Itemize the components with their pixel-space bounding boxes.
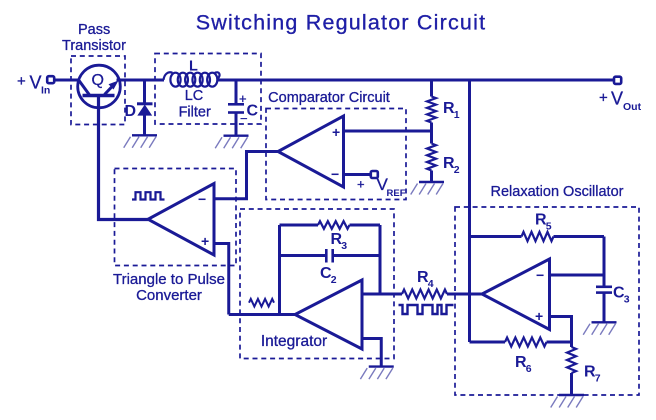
svg-text:Relaxation Oscillator: Relaxation Oscillator: [491, 184, 624, 200]
svg-text:6: 6: [526, 363, 532, 375]
svg-text:2: 2: [331, 274, 337, 286]
svg-text:3: 3: [624, 294, 630, 306]
svg-text:+: +: [357, 177, 365, 192]
svg-text:+: +: [239, 91, 247, 106]
svg-text:C: C: [613, 285, 625, 302]
svg-text:L: L: [189, 59, 198, 75]
svg-text:C: C: [320, 265, 332, 282]
svg-text:R: R: [443, 100, 455, 117]
svg-text:Q: Q: [92, 72, 104, 89]
svg-text:+: +: [332, 124, 340, 140]
svg-text:Comparator Circuit: Comparator Circuit: [268, 90, 390, 106]
svg-text:5: 5: [546, 221, 552, 233]
svg-text:D: D: [125, 103, 137, 120]
svg-text:R: R: [584, 364, 596, 381]
svg-text:Integrator: Integrator: [261, 333, 327, 350]
svg-text:In: In: [41, 85, 50, 97]
svg-text:R: R: [515, 354, 527, 371]
svg-text:−: −: [240, 111, 248, 126]
svg-text:V: V: [611, 89, 623, 109]
svg-text:1: 1: [454, 109, 460, 121]
svg-text:Triangle to Pulse: Triangle to Pulse: [113, 271, 225, 288]
svg-text:Out: Out: [623, 101, 642, 113]
svg-text:+: +: [201, 233, 209, 249]
svg-text:V: V: [30, 73, 42, 93]
svg-text:V: V: [377, 175, 389, 194]
svg-text:LC: LC: [185, 88, 204, 104]
svg-text:−: −: [331, 166, 339, 182]
svg-text:2: 2: [454, 164, 460, 176]
svg-text:3: 3: [341, 240, 347, 252]
svg-text:+: +: [535, 308, 543, 324]
svg-text:Pass: Pass: [78, 22, 110, 38]
svg-text:R: R: [535, 212, 547, 229]
svg-text:Filter: Filter: [179, 105, 211, 121]
svg-text:7: 7: [595, 373, 601, 385]
svg-text:REF: REF: [387, 188, 406, 199]
svg-text:Converter: Converter: [136, 287, 202, 304]
svg-text:−: −: [536, 267, 544, 283]
svg-text:R: R: [331, 231, 343, 248]
svg-text:R: R: [443, 155, 455, 172]
svg-text:−: −: [198, 191, 206, 207]
svg-text:Switching Regulator Circuit: Switching Regulator Circuit: [196, 11, 487, 35]
svg-text:+: +: [599, 90, 608, 107]
svg-text:Transistor: Transistor: [62, 38, 126, 54]
svg-text:4: 4: [428, 278, 434, 290]
svg-text:+: +: [17, 73, 26, 90]
svg-text:C: C: [247, 103, 259, 120]
svg-text:R: R: [417, 269, 429, 286]
